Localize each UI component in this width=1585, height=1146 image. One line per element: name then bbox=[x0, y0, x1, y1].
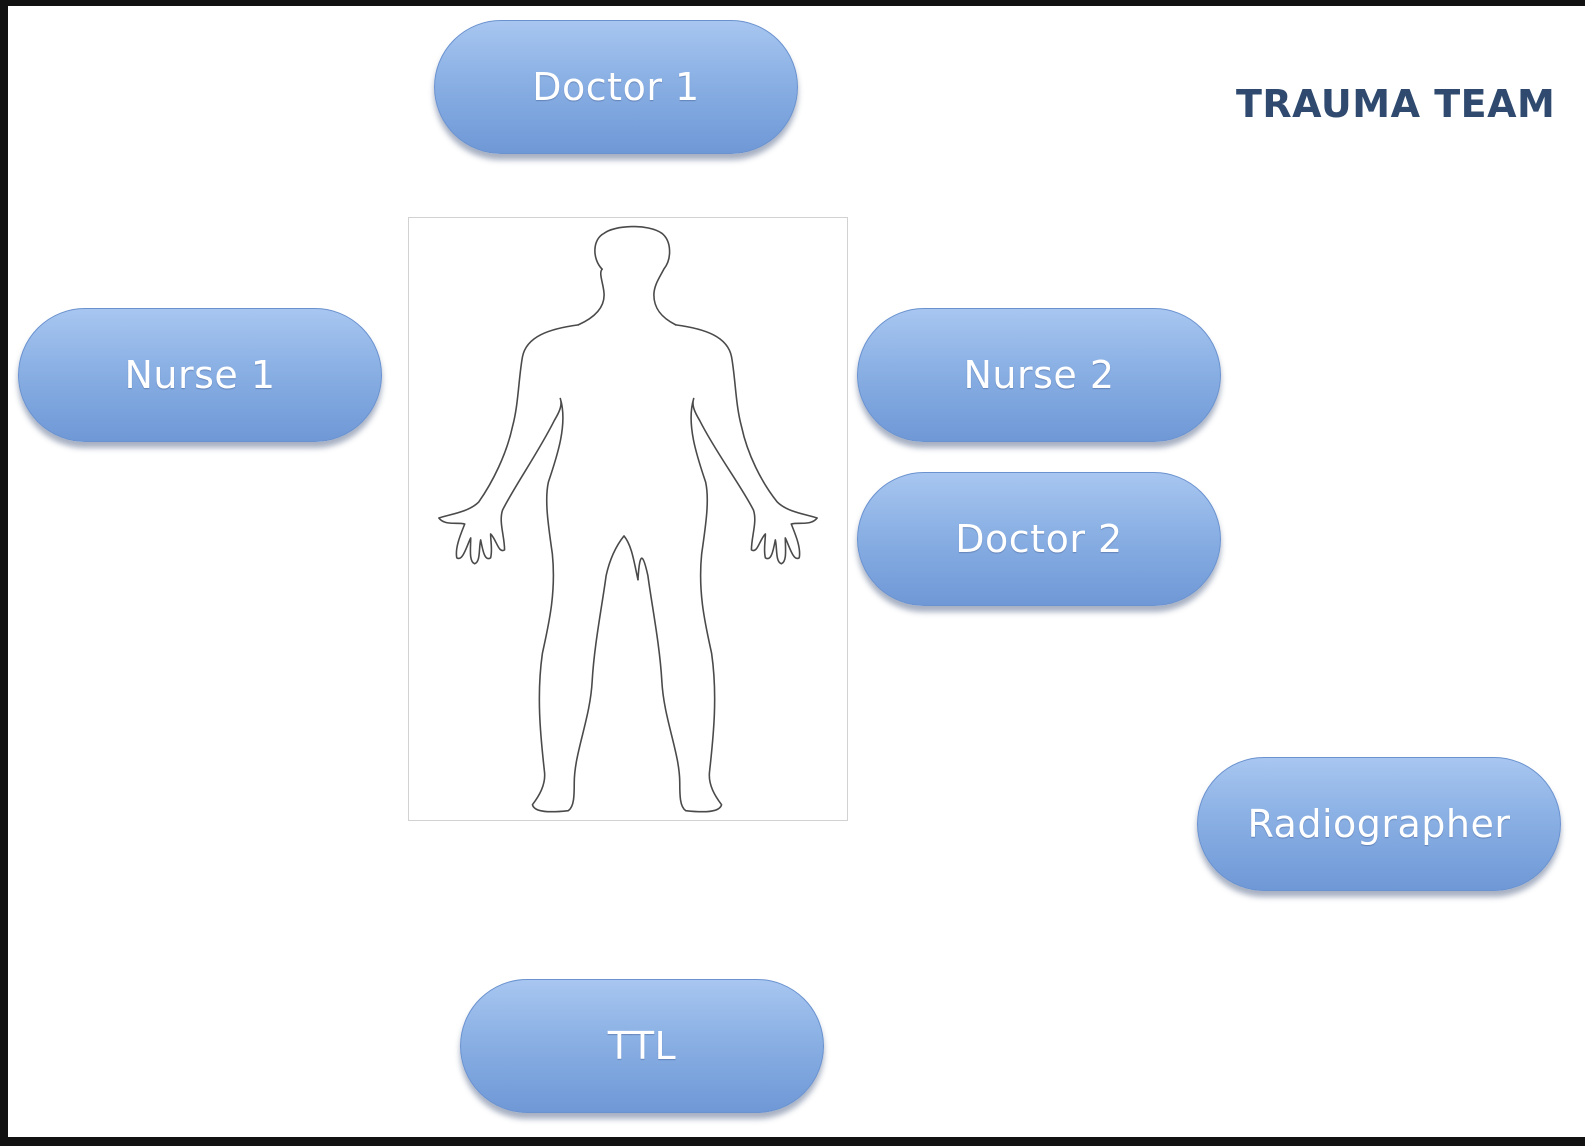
radiographer-node: Radiographer bbox=[1197, 757, 1561, 891]
human-body-outline-icon bbox=[409, 218, 847, 820]
diagram-title: TRAUMA TEAM bbox=[1236, 82, 1555, 126]
diagram-canvas: TRAUMA TEAM Doctor 1 Nurse 1 Nurse 2 Doc… bbox=[8, 6, 1585, 1137]
doctor-2-node: Doctor 2 bbox=[857, 472, 1221, 606]
nurse-2-node: Nurse 2 bbox=[857, 308, 1221, 442]
doctor-1-node: Doctor 1 bbox=[434, 20, 798, 154]
ttl-node: TTL bbox=[460, 979, 824, 1113]
nurse-1-node: Nurse 1 bbox=[18, 308, 382, 442]
human-body-figure bbox=[408, 217, 848, 821]
